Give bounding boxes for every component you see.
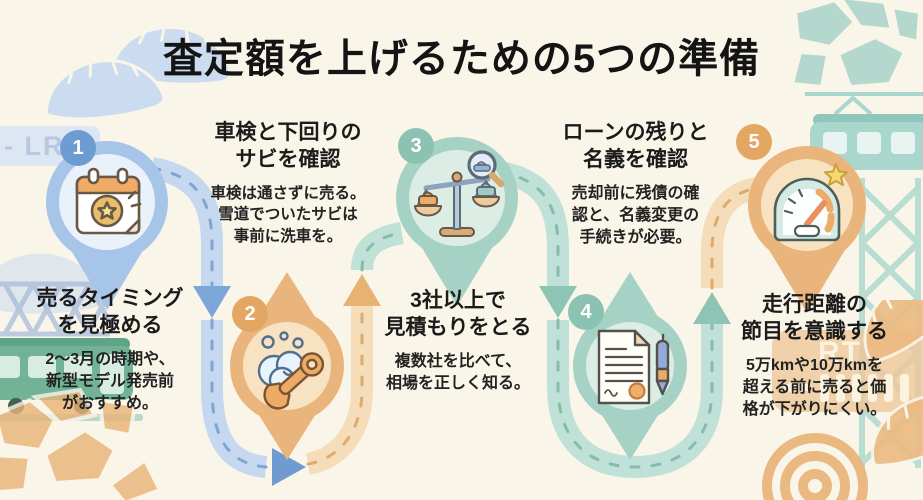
gyoza-icons-bottom-right (863, 300, 923, 467)
wash-wrench-icon (257, 331, 325, 410)
arrow-right-icon (272, 448, 306, 486)
road-step4-to-step5 (701, 177, 759, 290)
step5-number-badge: 5 (736, 124, 772, 160)
tram-icon-bottom-left (0, 338, 143, 421)
step5-heading: 走行距離の 節目を意識する (741, 293, 888, 343)
step3-heading: 3社以上で 見積もりをとる (384, 289, 532, 339)
step4-body: 売却前に残債の確 認と、名義変更の 手続きが必要。 (571, 184, 700, 246)
calendar-star-icon (75, 167, 142, 235)
step1-pin (46, 141, 168, 310)
step2-text: 車検と下回りの サビを確認 車検は通さずに売る。 雪道でついたサビは 事前に洗車… (203, 120, 373, 247)
step4-heading: ローンの残りと 名義を確認 (562, 121, 709, 171)
road-step1-to-step2 (149, 157, 306, 486)
step3-body: 複数社を比べて、 相場を正しく知る。 (385, 352, 530, 392)
step3-text: 3社以上で 見積もりをとる 複数社を比べて、 相場を正しく知る。 (366, 288, 550, 395)
road-step2-to-step3 (305, 222, 405, 475)
stones-pattern-bottom-left (0, 387, 163, 500)
step2-heading: 車検と下回りの サビを確認 (214, 121, 362, 171)
step3-pin (396, 137, 518, 306)
balance-scale-icon (414, 150, 505, 237)
gyoza-icons-top-left (44, 25, 233, 121)
arrow-down-icon (539, 286, 577, 318)
rt-sign-label: RT (818, 336, 862, 369)
arrow-down-icon (193, 286, 231, 318)
step1-text: 売るタイミング を見極める 2〜3月の時期や、 新型モデル発売前 がおすすめ。 (10, 286, 210, 415)
step1-heading: 売るタイミング を見極める (36, 287, 184, 337)
arrow-up-icon (343, 274, 381, 306)
step2-pin (230, 272, 344, 460)
step1-number-badge: 1 (60, 130, 96, 166)
step2-number-badge: 2 (232, 296, 268, 332)
tram-icon-top-right (805, 92, 923, 170)
step4-number-badge: 4 (568, 294, 604, 330)
document-pen-icon (597, 329, 670, 405)
step2-body: 車検は通さずに売る。 雪道でついたサビは 事前に洗車を。 (210, 184, 366, 245)
step1-body: 2〜3月の時期や、 新型モデル発売前 がおすすめ。 (45, 350, 175, 412)
rt-sign-bars (784, 374, 909, 402)
rope-coil-icon-bottom-right (762, 433, 868, 500)
stones-pattern-top-right (789, 0, 923, 90)
step5-text: 走行距離の 節目を意識する 5万kmや10万kmを 超える前に売ると価 格が下が… (712, 292, 917, 421)
page-title: 査定額を上げるための5つの準備 (162, 37, 761, 81)
step4-pin (573, 272, 687, 460)
step5-body: 5万kmや10万kmを 超える前に売ると価 格が下がりにくい。 (742, 356, 887, 418)
speedometer-icon (773, 163, 848, 242)
step5-pin (748, 146, 866, 313)
road-step3-to-step4 (497, 161, 731, 479)
step4-text: ローンの残りと 名義を確認 売却前に残債の確 認と、名義変更の 手続きが必要。 (548, 120, 723, 249)
arrow-up-icon (693, 292, 731, 324)
step3-number-badge: 3 (398, 128, 434, 164)
